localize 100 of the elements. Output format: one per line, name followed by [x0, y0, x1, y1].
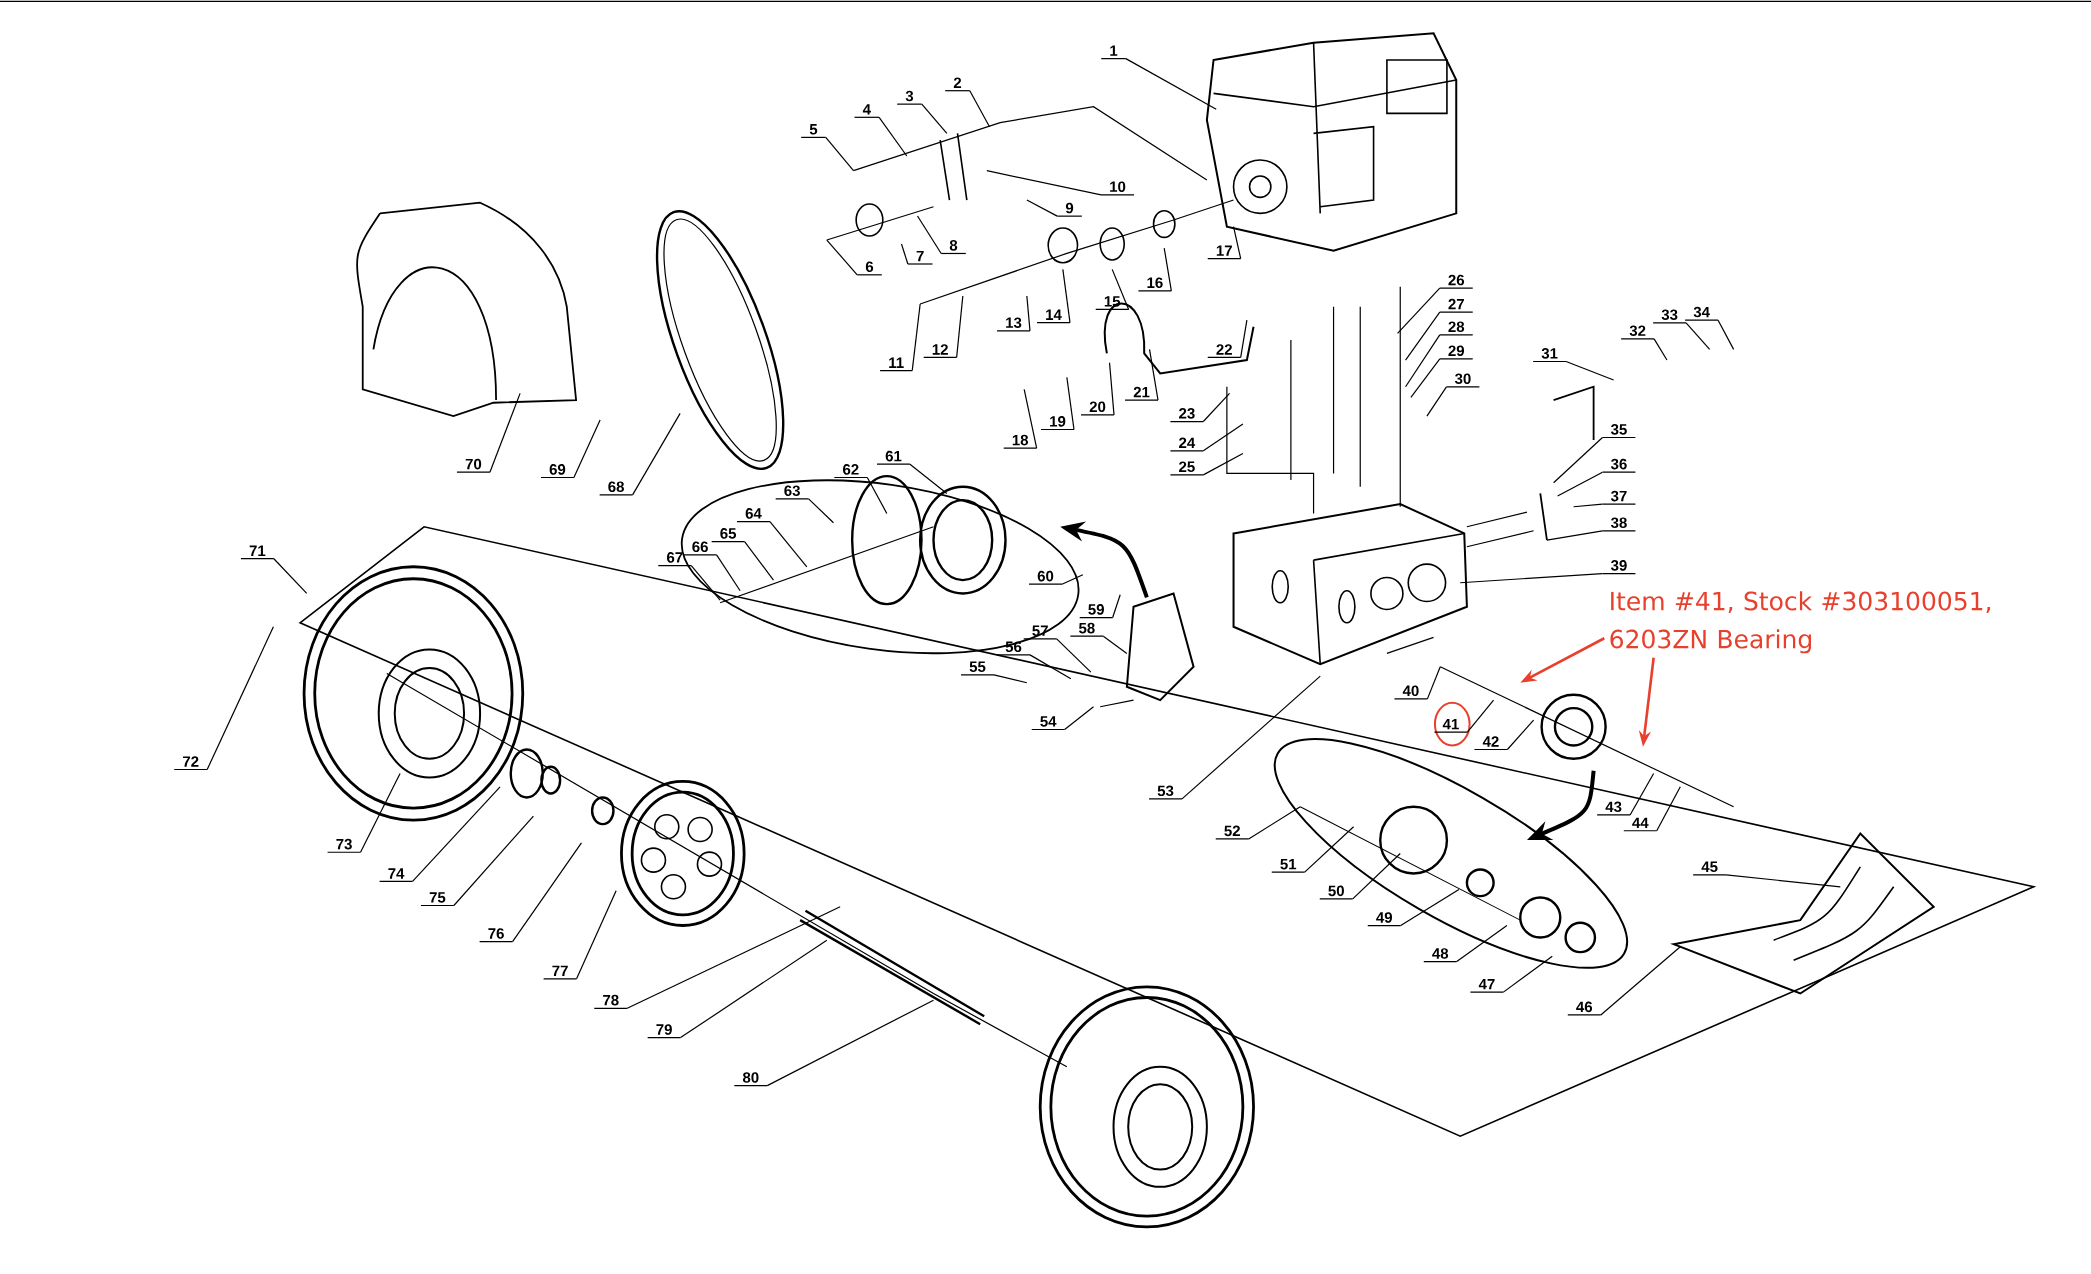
callout-number: 77: [543, 965, 578, 980]
leader-line: [1026, 295, 1031, 332]
leader-line: [1066, 377, 1075, 431]
leader-line: [769, 521, 808, 568]
leader-line: [993, 674, 1028, 684]
leader-line: [1565, 361, 1615, 381]
callout-number: 29: [1439, 345, 1474, 360]
leader-line: [1232, 226, 1242, 260]
callout-number: 34: [1684, 306, 1719, 321]
leader-line: [900, 243, 909, 265]
callout-number: 60: [1028, 571, 1063, 586]
leader-line: [1685, 322, 1711, 351]
callout-number: 6: [856, 261, 883, 276]
leader-line: [1202, 423, 1244, 452]
callout-number: 9: [1056, 202, 1083, 217]
callout-number: 58: [1069, 623, 1104, 638]
leader-line: [1202, 453, 1244, 476]
callout-number: 79: [647, 1024, 682, 1039]
leader-line: [1553, 437, 1604, 484]
callout-number: 31: [1532, 348, 1567, 363]
leader-line: [1108, 362, 1115, 416]
leader-line: [1304, 826, 1355, 873]
leader-line: [1181, 675, 1321, 800]
leader-line: [1466, 699, 1495, 733]
callout-number: 69: [540, 464, 575, 479]
callout-number: 19: [1040, 416, 1075, 431]
callout-number: 68: [599, 481, 634, 496]
leader-line: [969, 90, 991, 128]
callout-number: 24: [1169, 437, 1204, 452]
leader-line: [453, 815, 535, 907]
callout-number: 25: [1169, 461, 1204, 476]
leader-line: [1064, 706, 1095, 731]
leader-line: [489, 393, 521, 474]
callout-number: 28: [1439, 321, 1474, 336]
callout-number: 61: [876, 451, 911, 466]
callout-number: 65: [711, 528, 746, 543]
leader-line: [1240, 319, 1248, 359]
leader-line: [1725, 874, 1841, 888]
callout-number: 76: [479, 928, 514, 943]
leader-line: [1248, 806, 1301, 840]
leader-line: [744, 541, 775, 581]
callout-number: 75: [420, 892, 455, 907]
callout-number: 78: [593, 995, 628, 1010]
callout-number: 7: [907, 251, 934, 265]
callout-number: 62: [833, 464, 868, 479]
callout-number: 33: [1652, 309, 1687, 324]
leader-line: [1410, 358, 1441, 399]
callout-number: 50: [1319, 885, 1354, 900]
callout-number: 52: [1215, 825, 1250, 840]
callout-number: 40: [1393, 685, 1428, 700]
leader-line: [1400, 889, 1460, 927]
leader-line: [916, 215, 942, 255]
leader-line: [956, 295, 964, 359]
leader-line: [1163, 247, 1172, 292]
callout-number: 8: [940, 240, 967, 255]
leader-line: [866, 477, 888, 515]
callout-number: 17: [1207, 245, 1242, 260]
leader-line: [1029, 654, 1072, 680]
leader-line: [1600, 946, 1681, 1016]
leader-line: [511, 842, 583, 943]
callout-number: 39: [1601, 560, 1637, 575]
leader-line: [411, 786, 501, 883]
callout-number: 54: [1031, 716, 1066, 731]
callout-number: 73: [326, 839, 362, 854]
callout-number: 32: [1620, 325, 1655, 340]
leader-line: [1405, 334, 1441, 388]
leader-line: [1405, 311, 1441, 361]
leader-line: [273, 558, 308, 595]
leader-line: [576, 890, 617, 980]
leader-line: [1352, 853, 1401, 900]
callout-number: 22: [1207, 344, 1242, 359]
leader-line: [1459, 573, 1604, 584]
callout-number: 49: [1367, 912, 1402, 927]
leader-line: [1546, 530, 1604, 541]
callout-number: 16: [1137, 277, 1172, 292]
leader-line: [826, 239, 858, 276]
callout-number: 3: [896, 90, 923, 105]
leader-line: [1717, 319, 1735, 351]
callout-number: 41: [1433, 719, 1468, 733]
leader-line: [986, 170, 1102, 196]
leader-line: [1397, 287, 1441, 335]
callout-number: 53: [1148, 785, 1183, 800]
leader-line: [359, 773, 401, 854]
leader-line: [1573, 503, 1604, 508]
leader-line: [206, 626, 274, 771]
leader-line: [1557, 471, 1604, 497]
callout-number: 46: [1567, 1001, 1602, 1016]
leader-line: [808, 498, 835, 524]
leader-line: [1426, 666, 1441, 700]
leader-line: [878, 116, 908, 157]
leader-line: [1506, 719, 1535, 751]
leader-line: [1502, 955, 1553, 993]
leader-line: [1125, 58, 1217, 111]
leader-line: [1426, 386, 1448, 417]
callout-number: 37: [1601, 491, 1637, 506]
callout-number: 74: [379, 868, 414, 883]
callout-number: 2: [944, 77, 971, 92]
callout-number: 57: [1023, 625, 1058, 640]
callout-number: 63: [775, 485, 810, 500]
callout-number: 14: [1036, 309, 1071, 324]
